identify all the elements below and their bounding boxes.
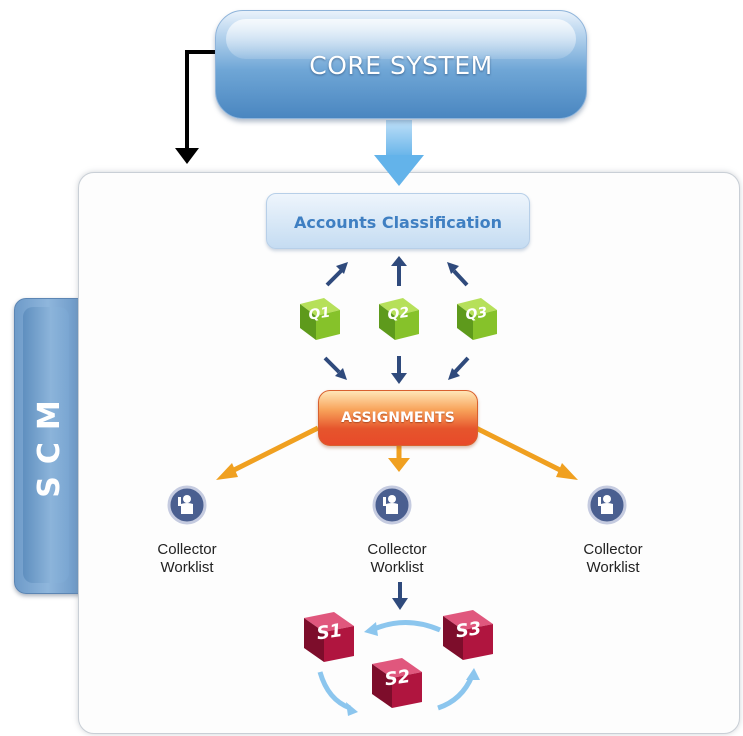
collector-label-line2: Worklist bbox=[586, 559, 640, 576]
stage-cube-s1: S1 bbox=[304, 612, 354, 662]
queue-label-q3: Q3 bbox=[465, 305, 489, 324]
stage-cube-s2: S2 bbox=[372, 658, 422, 708]
queues-to-assignments-arrows bbox=[323, 356, 470, 384]
person-icon bbox=[372, 485, 412, 525]
stage-label-s1: S1 bbox=[315, 620, 343, 644]
accounts-classification-label: Accounts Classification bbox=[293, 213, 503, 232]
stage-label-s3: S3 bbox=[454, 618, 482, 642]
scm-panel bbox=[78, 172, 740, 734]
collector-label-line1: Collector bbox=[157, 541, 217, 558]
queue-label-q1: Q1 bbox=[308, 305, 332, 324]
person-icon bbox=[167, 485, 207, 525]
stage-label-s2: S2 bbox=[383, 666, 411, 690]
core-to-scm-connector bbox=[185, 50, 215, 150]
collector-worklist-left: Collector Worklist bbox=[132, 541, 242, 577]
collector-worklist-right: Collector Worklist bbox=[558, 541, 668, 577]
collector-label-line2: Worklist bbox=[160, 559, 214, 576]
collector-to-stages-arrow bbox=[392, 582, 408, 610]
core-to-scm-arrowhead bbox=[175, 148, 199, 164]
collector-worklist-middle: Collector Worklist bbox=[342, 541, 452, 577]
queue-cube-q2: Q2 bbox=[379, 298, 419, 340]
assignments-box: ASSIGNMENTS bbox=[318, 390, 478, 446]
core-system-box: CORE SYSTEM bbox=[215, 10, 587, 119]
core-system-label: CORE SYSTEM bbox=[309, 51, 493, 80]
core-to-accounts-arrow bbox=[374, 120, 424, 186]
queue-label-q2: Q2 bbox=[387, 305, 411, 324]
collector-label-line1: Collector bbox=[367, 541, 427, 558]
collector-label-line2: Worklist bbox=[370, 559, 424, 576]
stage-cube-s3: S3 bbox=[443, 610, 493, 660]
assignments-label: ASSIGNMENTS bbox=[341, 410, 455, 426]
stage-cycle-arrowheads bbox=[346, 622, 480, 716]
collector-label-line1: Collector bbox=[583, 541, 643, 558]
queue-cube-q1: Q1 bbox=[300, 298, 340, 340]
queue-cube-q3: Q3 bbox=[457, 298, 497, 340]
queues-to-accounts-arrows bbox=[325, 256, 469, 287]
scm-tab bbox=[14, 298, 82, 594]
assignments-to-collectors-arrows bbox=[216, 425, 578, 480]
accounts-classification-box: Accounts Classification bbox=[266, 193, 530, 249]
person-icon bbox=[587, 485, 627, 525]
